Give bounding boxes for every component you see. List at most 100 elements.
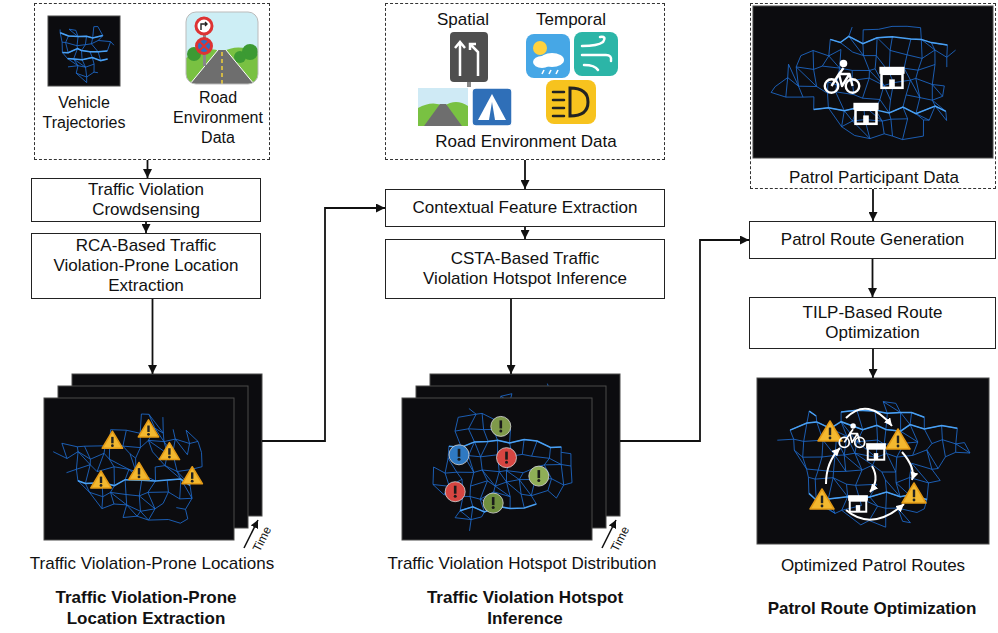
warning-symbol-part [913, 490, 915, 498]
process-box: TILP-Based Route Optimization [749, 297, 996, 349]
process-box: CSTA-Based Traffic Violation Hotspot Inf… [385, 239, 665, 299]
temporal-icons-part [542, 70, 558, 74]
flow-arrow [145, 222, 147, 233]
box-label: RCA-Based Traffic Violation-Prone Locati… [46, 236, 246, 296]
warning-symbol-part [159, 443, 179, 460]
axis-label: Time [247, 520, 277, 558]
process-box: Traffic Violation Crowdsensing [31, 178, 261, 222]
city-map-part [44, 398, 234, 540]
spatial-picture-part [418, 88, 468, 126]
hotspot-marker [491, 416, 511, 436]
city-map-part [433, 409, 572, 531]
hotspot-marker-part [505, 452, 508, 460]
node-label: Traffic Violation-Prone Locations [5, 554, 299, 574]
warning-symbol-part [829, 428, 831, 436]
spatial-picture-part [472, 88, 512, 126]
spatial-picture-part [424, 104, 462, 126]
map-stack: Traffic Violation-Prone Locations [44, 374, 262, 540]
hotspot-marker-part [529, 466, 549, 486]
warning-symbol-part [168, 448, 170, 454]
bike-icon-part [850, 423, 856, 429]
warning-symbol [129, 462, 149, 479]
warning-symbol-part [138, 468, 140, 474]
bike-icon-part [840, 60, 848, 68]
hotspot-marker [529, 466, 549, 486]
warning-symbol-part [821, 496, 823, 504]
shop-icon [866, 443, 886, 460]
box-label: CSTA-Based Traffic Violation Hotspot Inf… [418, 249, 632, 289]
warning-symbol-part [821, 505, 824, 508]
road-environment-picture-part-part [221, 52, 223, 84]
hotspot-marker-part [491, 416, 511, 436]
box-label: Traffic Violation Crowdsensing [46, 180, 246, 220]
warning-symbol-part [129, 462, 149, 479]
warning-symbol [886, 429, 910, 449]
warning-symbol [818, 421, 842, 441]
warning-symbol-part [182, 467, 202, 484]
shop-icon-part [850, 501, 867, 512]
spatial-picture-part [467, 82, 471, 87]
spatial-picture-part [455, 42, 478, 76]
flow-arrow [872, 259, 874, 297]
patrol-route-part [870, 466, 876, 492]
bike-icon-part [832, 68, 853, 86]
shop-icon-part [863, 115, 869, 123]
temporal-icons-part [533, 56, 551, 68]
spatial-picture-part [489, 102, 495, 120]
shop-icon-part [874, 453, 878, 460]
hotspot-marker-part [449, 445, 469, 465]
warning-symbol-part [913, 499, 916, 502]
warning-symbol-part [100, 477, 102, 483]
hotspot-marker-part [538, 470, 541, 478]
hotspot-marker [445, 482, 465, 502]
flow-arrow [147, 160, 149, 178]
hotspot-marker [483, 493, 503, 513]
flow-arrow [524, 227, 526, 239]
node-label: Traffic Violation Hotspot Distribution [372, 554, 672, 574]
node-label: Road Environment Data [169, 88, 267, 148]
hotspot-marker-part [454, 486, 457, 494]
warning-symbol [810, 489, 834, 509]
city-map-part [402, 398, 592, 540]
warning-symbol-part [138, 476, 141, 479]
road-environment-picture-part-part [186, 12, 258, 84]
city-map-part [757, 378, 989, 544]
city-map [757, 378, 989, 544]
warning-symbol-part [829, 437, 832, 440]
process-box: Patrol Route Generation [749, 221, 996, 259]
road-environment-picture-part-part [201, 22, 207, 30]
warning-symbol-part [191, 480, 194, 483]
spatial-picture-part [478, 94, 506, 120]
node-label: Road Environment Data [401, 131, 651, 152]
input-data-panel: Patrol Participant Data [750, 3, 996, 189]
temporal-icons-part [526, 34, 570, 78]
hotspot-marker-part [537, 479, 540, 482]
stage-title: Traffic Violation-Prone Location Extract… [26, 587, 266, 629]
city-map-part [449, 409, 561, 513]
temporal-icons [526, 32, 618, 124]
stage-title: Traffic Violation Hotspot Inference [400, 587, 650, 629]
road-environment-picture-part-part [197, 39, 212, 54]
hotspot-marker-part [445, 482, 465, 502]
box-label: Patrol Route Generation [763, 230, 983, 250]
node-label: Spatial [418, 9, 508, 30]
road-environment-picture-part-part [196, 18, 212, 34]
city-map-part [753, 6, 993, 158]
hotspot-marker-part [458, 458, 461, 461]
warning-symbol-part [191, 472, 193, 478]
shop-icon-part [882, 74, 903, 88]
flow-arrow [872, 189, 874, 221]
hotspot-marker [497, 448, 517, 468]
road-environment-picture [186, 12, 258, 84]
spatial-picture-part [450, 32, 488, 82]
hotspot-marker-part [492, 506, 495, 509]
spatial-picture-part [418, 102, 468, 126]
hotspot-marker [449, 445, 469, 465]
city-map-part [53, 414, 202, 523]
shop-icon [879, 67, 904, 88]
warning-symbol-part [902, 483, 926, 503]
flow-arrow [152, 299, 154, 374]
box-label: TILP-Based Route Optimization [773, 303, 973, 343]
stage-title: Patrol Route Optimization [752, 598, 992, 619]
hotspot-marker-part [458, 449, 461, 457]
